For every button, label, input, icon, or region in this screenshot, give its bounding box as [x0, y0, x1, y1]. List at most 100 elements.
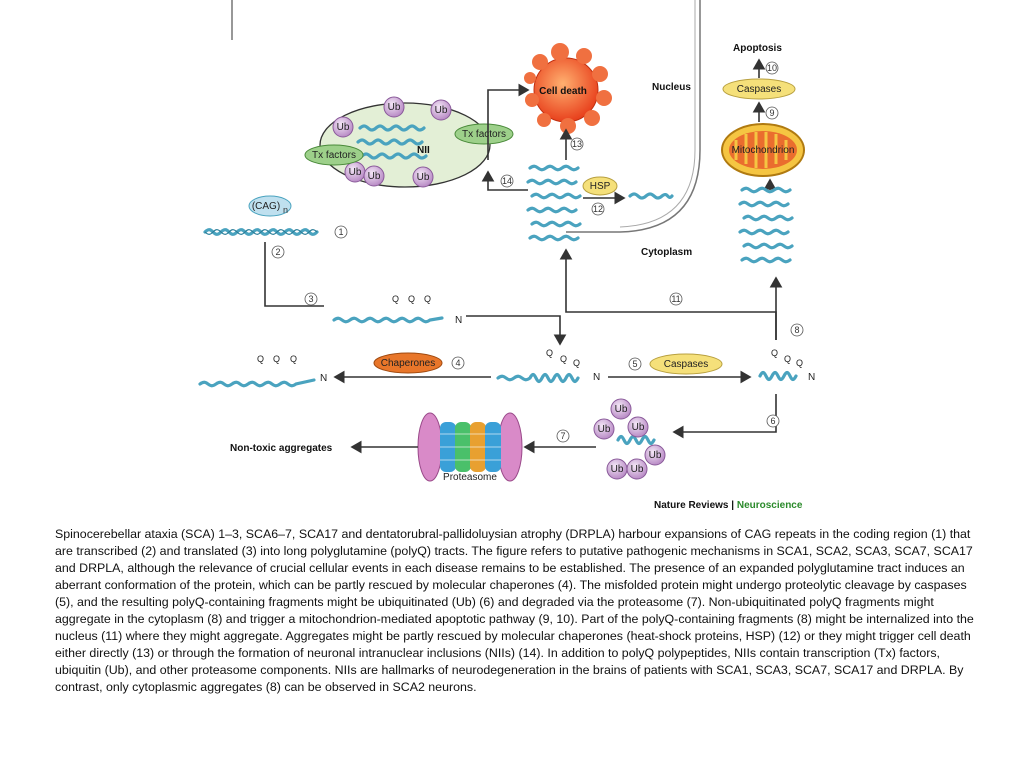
- svg-text:N: N: [320, 373, 327, 384]
- step-13-marker: 13: [570, 137, 584, 151]
- svg-text:Mitochondrion: Mitochondrion: [732, 145, 795, 156]
- cytoplasm-label: Cytoplasm: [641, 247, 692, 258]
- caspases-pill-upper: Caspases: [722, 78, 796, 100]
- ub-nii-2: Ub: [383, 96, 405, 118]
- svg-text:Cell death: Cell death: [539, 86, 587, 97]
- figure-caption: Spinocerebellar ataxia (SCA) 1–3, SCA6–7…: [55, 527, 974, 694]
- svg-text:Q: Q: [771, 348, 778, 358]
- svg-text:n: n: [283, 205, 288, 215]
- ub-frag-4: Ub: [644, 444, 666, 466]
- cell-death: Cell death: [524, 43, 612, 134]
- tx-factors-right: Tx factors: [454, 123, 514, 145]
- svg-text:14: 14: [502, 176, 512, 186]
- cag-pill: (CAG)n: [248, 195, 292, 217]
- step-12-marker: 12: [591, 202, 605, 216]
- cytoplasmic-aggregate: [738, 186, 794, 264]
- svg-text:Ub: Ub: [337, 122, 350, 133]
- svg-text:Ub: Ub: [649, 450, 662, 461]
- svg-text:N: N: [808, 372, 815, 383]
- step-2-marker: 2: [271, 245, 285, 259]
- svg-text:3: 3: [308, 294, 313, 304]
- step-8-marker: 8: [790, 323, 804, 337]
- svg-text:NII: NII: [417, 145, 430, 156]
- svg-text:4: 4: [455, 358, 460, 368]
- source-credit: Nature Reviews | Neuroscience: [654, 500, 803, 510]
- svg-text:(CAG): (CAG): [252, 201, 280, 212]
- svg-text:Ub: Ub: [388, 102, 401, 113]
- svg-text:Q: Q: [573, 358, 580, 368]
- ub-frag-6: Ub: [626, 458, 648, 480]
- pathogenesis-diagram: Nucleus Cytoplasm Apoptosis 10 Caspases …: [198, 0, 815, 510]
- ub-frag-2: Ub: [593, 418, 615, 440]
- svg-text:Q: Q: [257, 354, 264, 364]
- caspases-pill-lower: Caspases: [649, 353, 723, 375]
- rescued-monomer: [628, 192, 674, 200]
- ub-nii-1: Ub: [332, 116, 354, 138]
- svg-text:Q: Q: [546, 348, 553, 358]
- step-6-marker: 6: [766, 414, 780, 428]
- ub-frag-3: Ub: [627, 416, 649, 438]
- svg-text:12: 12: [593, 204, 603, 214]
- step-5-marker: 5: [628, 357, 642, 371]
- svg-text:Q: Q: [796, 358, 803, 368]
- svg-text:N: N: [593, 372, 600, 383]
- svg-text:Ub: Ub: [632, 422, 645, 433]
- step-9-marker: 9: [765, 106, 779, 120]
- svg-text:Ub: Ub: [368, 171, 381, 182]
- svg-text:Tx factors: Tx factors: [462, 129, 506, 140]
- mitochondrion: Mitochondrion: [721, 123, 805, 177]
- nucleus-label: Nucleus: [652, 82, 691, 93]
- chaperones-pill: Chaperones: [373, 352, 443, 374]
- svg-text:Ub: Ub: [611, 464, 624, 475]
- svg-text:Ub: Ub: [417, 172, 430, 183]
- svg-text:5: 5: [632, 359, 637, 369]
- svg-text:Q: Q: [424, 294, 431, 304]
- ub-nii-5: Ub: [363, 165, 385, 187]
- step-10-marker: 10: [765, 61, 779, 75]
- svg-text:Q: Q: [408, 294, 415, 304]
- svg-text:8: 8: [794, 325, 799, 335]
- step-3-marker: 3: [304, 292, 318, 306]
- svg-text:Ub: Ub: [349, 167, 362, 178]
- ub-nii-4: Ub: [344, 161, 366, 183]
- svg-text:HSP: HSP: [590, 181, 611, 192]
- non-toxic-aggregates-label: Non-toxic aggregates: [230, 443, 333, 454]
- svg-text:Ub: Ub: [615, 404, 628, 415]
- step-11-marker: 11: [669, 292, 683, 306]
- ub-nii-3: Ub: [430, 99, 452, 121]
- svg-text:2: 2: [275, 247, 280, 257]
- svg-text:Q: Q: [273, 354, 280, 364]
- svg-text:1: 1: [338, 227, 343, 237]
- svg-text:Caspases: Caspases: [664, 359, 708, 370]
- ub-nii-6: Ub: [412, 166, 434, 188]
- svg-text:Q: Q: [560, 354, 567, 364]
- svg-text:Chaperones: Chaperones: [381, 358, 435, 369]
- apoptosis-label: Apoptosis: [733, 43, 782, 54]
- tx-factors-left: Tx factors: [304, 144, 364, 166]
- svg-text:Ub: Ub: [598, 424, 611, 435]
- svg-text:Q: Q: [784, 354, 791, 364]
- svg-text:11: 11: [671, 294, 680, 304]
- svg-text:Ub: Ub: [631, 464, 644, 475]
- step-14-marker: 14: [500, 174, 514, 188]
- svg-text:6: 6: [770, 416, 775, 426]
- svg-text:7: 7: [560, 431, 565, 441]
- step-1-marker: 1: [334, 225, 348, 239]
- nuclear-aggregate: [526, 164, 582, 242]
- step-4-marker: 4: [451, 356, 465, 370]
- svg-text:Q: Q: [290, 354, 297, 364]
- svg-text:9: 9: [769, 108, 774, 118]
- ub-frag-5: Ub: [606, 458, 628, 480]
- svg-text:10: 10: [767, 63, 777, 73]
- ub-frag-1: Ub: [610, 398, 632, 420]
- svg-text:13: 13: [572, 139, 582, 149]
- svg-text:Tx factors: Tx factors: [312, 150, 356, 161]
- svg-text:Proteasome: Proteasome: [443, 472, 497, 483]
- hsp-pill: HSP: [582, 176, 618, 196]
- ubiquitinated-fragment: [616, 435, 656, 445]
- nucleus-membrane-inner: [619, 0, 696, 228]
